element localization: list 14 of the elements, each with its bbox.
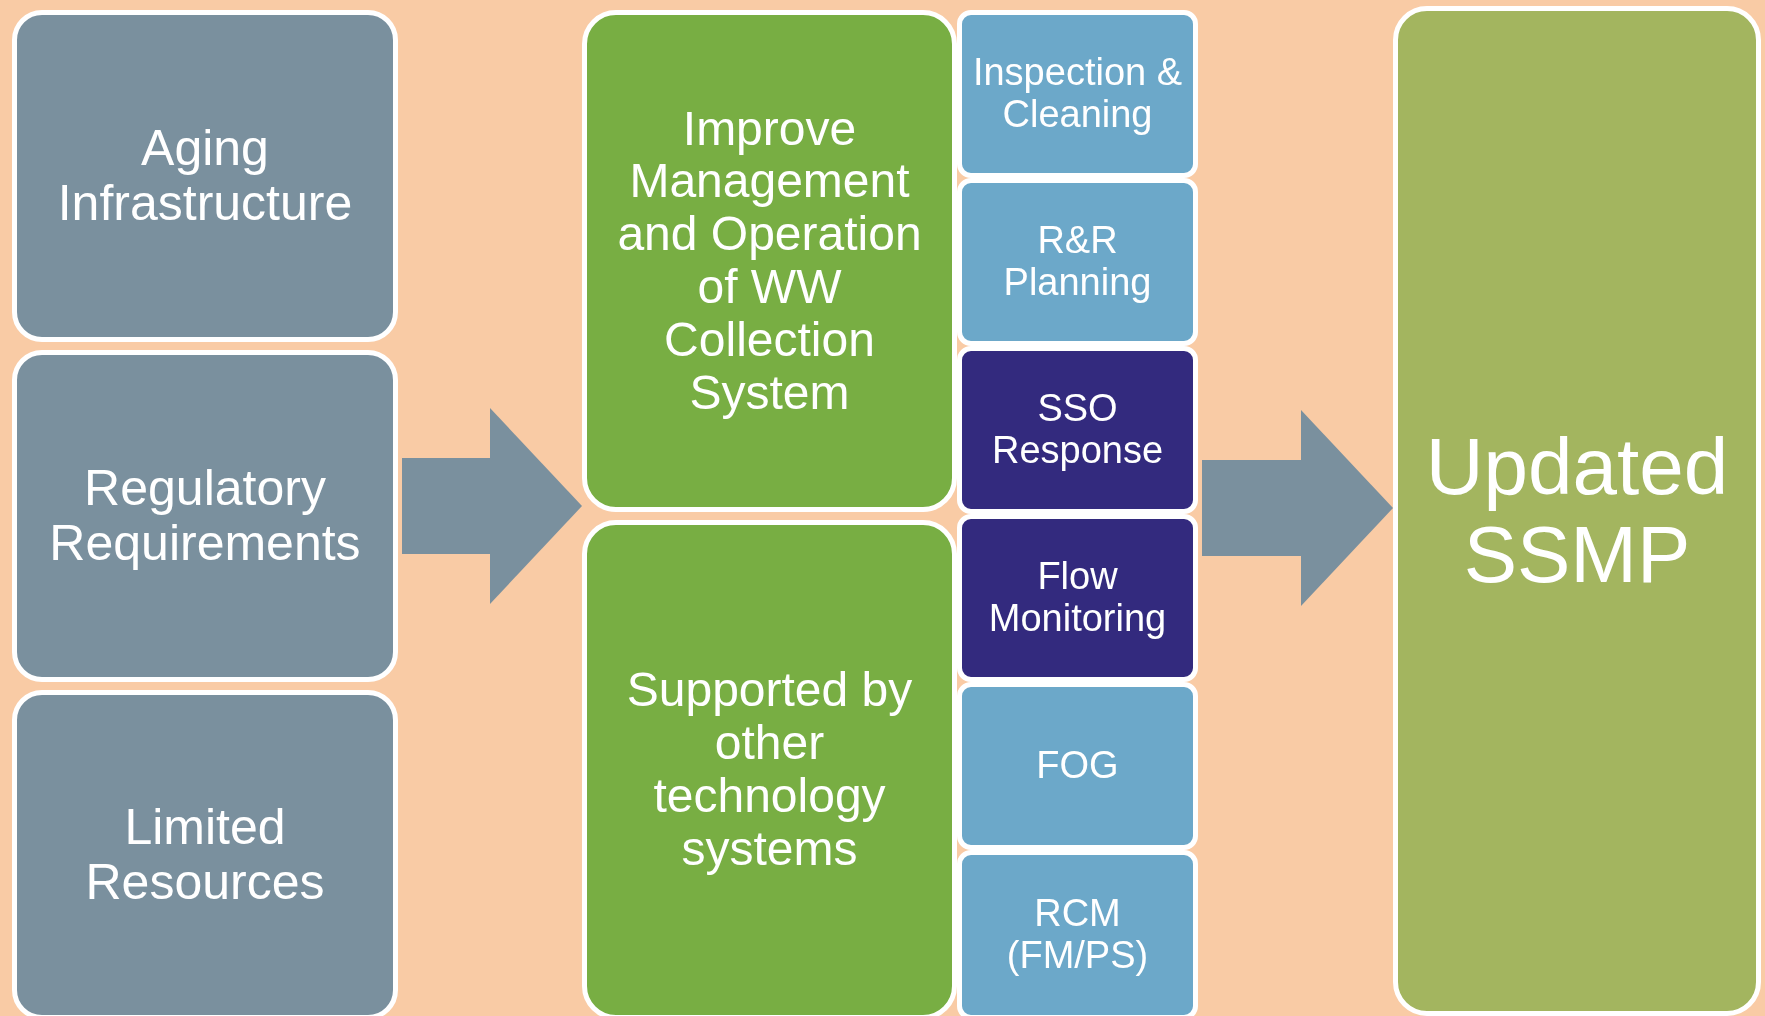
- program-box: Flow Monitoring: [957, 514, 1198, 682]
- goal-box: Improve Management and Operation of WW Collection System: [582, 10, 957, 512]
- program-box: SSO Response: [957, 346, 1198, 514]
- program-box: RCM (FM/PS): [957, 850, 1198, 1016]
- program-box: FOG: [957, 682, 1198, 850]
- block-arrow: [1202, 410, 1393, 606]
- driver-box: Regulatory Requirements: [12, 350, 398, 682]
- driver-box: Aging Infrastructure: [12, 10, 398, 342]
- support-box: Supported by other technology systems: [582, 520, 957, 1016]
- program-box: R&R Planning: [957, 178, 1198, 346]
- block-arrow: [402, 408, 582, 604]
- outcome-box: Updated SSMP: [1393, 6, 1761, 1016]
- driver-box: Limited Resources: [12, 690, 398, 1016]
- program-box: Inspection & Cleaning: [957, 10, 1198, 178]
